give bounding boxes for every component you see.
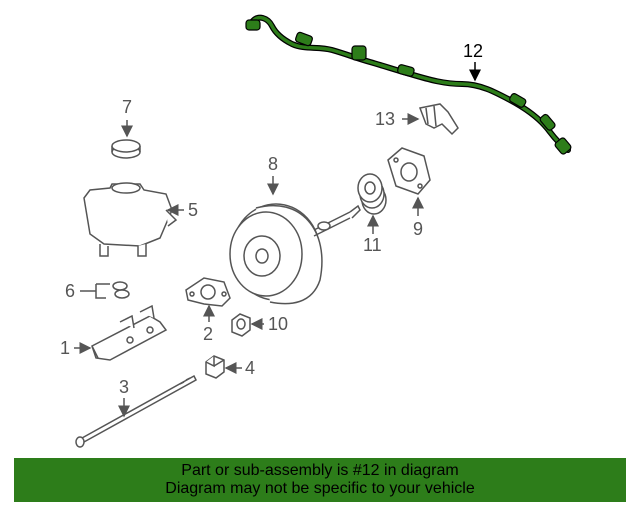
banner-line-1: Part or sub-assembly is #12 in diagram bbox=[181, 462, 459, 479]
callout-12[interactable]: 12 bbox=[463, 41, 484, 61]
callout-10[interactable]: 10 bbox=[268, 314, 289, 334]
banner-line-2: Diagram may not be specific to your vehi… bbox=[165, 480, 475, 497]
part-13-bracket[interactable] bbox=[418, 103, 459, 136]
callout-9[interactable]: 9 bbox=[413, 219, 424, 239]
info-banner: Part or sub-assembly is #12 in diagram D… bbox=[14, 458, 626, 502]
part-8-brake-booster[interactable] bbox=[229, 203, 361, 305]
callout-1[interactable]: 1 bbox=[60, 338, 71, 358]
part-7-cap[interactable] bbox=[111, 139, 141, 159]
callout-13[interactable]: 13 bbox=[375, 109, 396, 129]
callout-2[interactable]: 2 bbox=[203, 324, 214, 344]
parts-diagram bbox=[74, 14, 572, 448]
callout-4[interactable]: 4 bbox=[245, 358, 256, 378]
part-1-master-cylinder[interactable] bbox=[91, 304, 168, 361]
callout-3[interactable]: 3 bbox=[119, 377, 130, 397]
part-6-seals[interactable] bbox=[112, 281, 130, 299]
callout-11[interactable]: 11 bbox=[363, 235, 382, 255]
part-4-nut[interactable] bbox=[205, 355, 225, 379]
part-9-gasket-plate[interactable] bbox=[387, 147, 431, 195]
part-11-grommet[interactable] bbox=[357, 173, 387, 215]
callout-6[interactable]: 6 bbox=[65, 281, 76, 301]
callout-7[interactable]: 7 bbox=[122, 97, 133, 117]
part-5-reservoir[interactable] bbox=[83, 182, 178, 257]
part-3-push-rod[interactable] bbox=[75, 374, 197, 448]
part-2-gasket[interactable] bbox=[185, 277, 231, 307]
callout-8[interactable]: 8 bbox=[268, 154, 279, 174]
callout-5[interactable]: 5 bbox=[188, 200, 199, 220]
part-10-nut[interactable] bbox=[231, 313, 251, 337]
part-12-brake-line[interactable] bbox=[245, 14, 572, 156]
